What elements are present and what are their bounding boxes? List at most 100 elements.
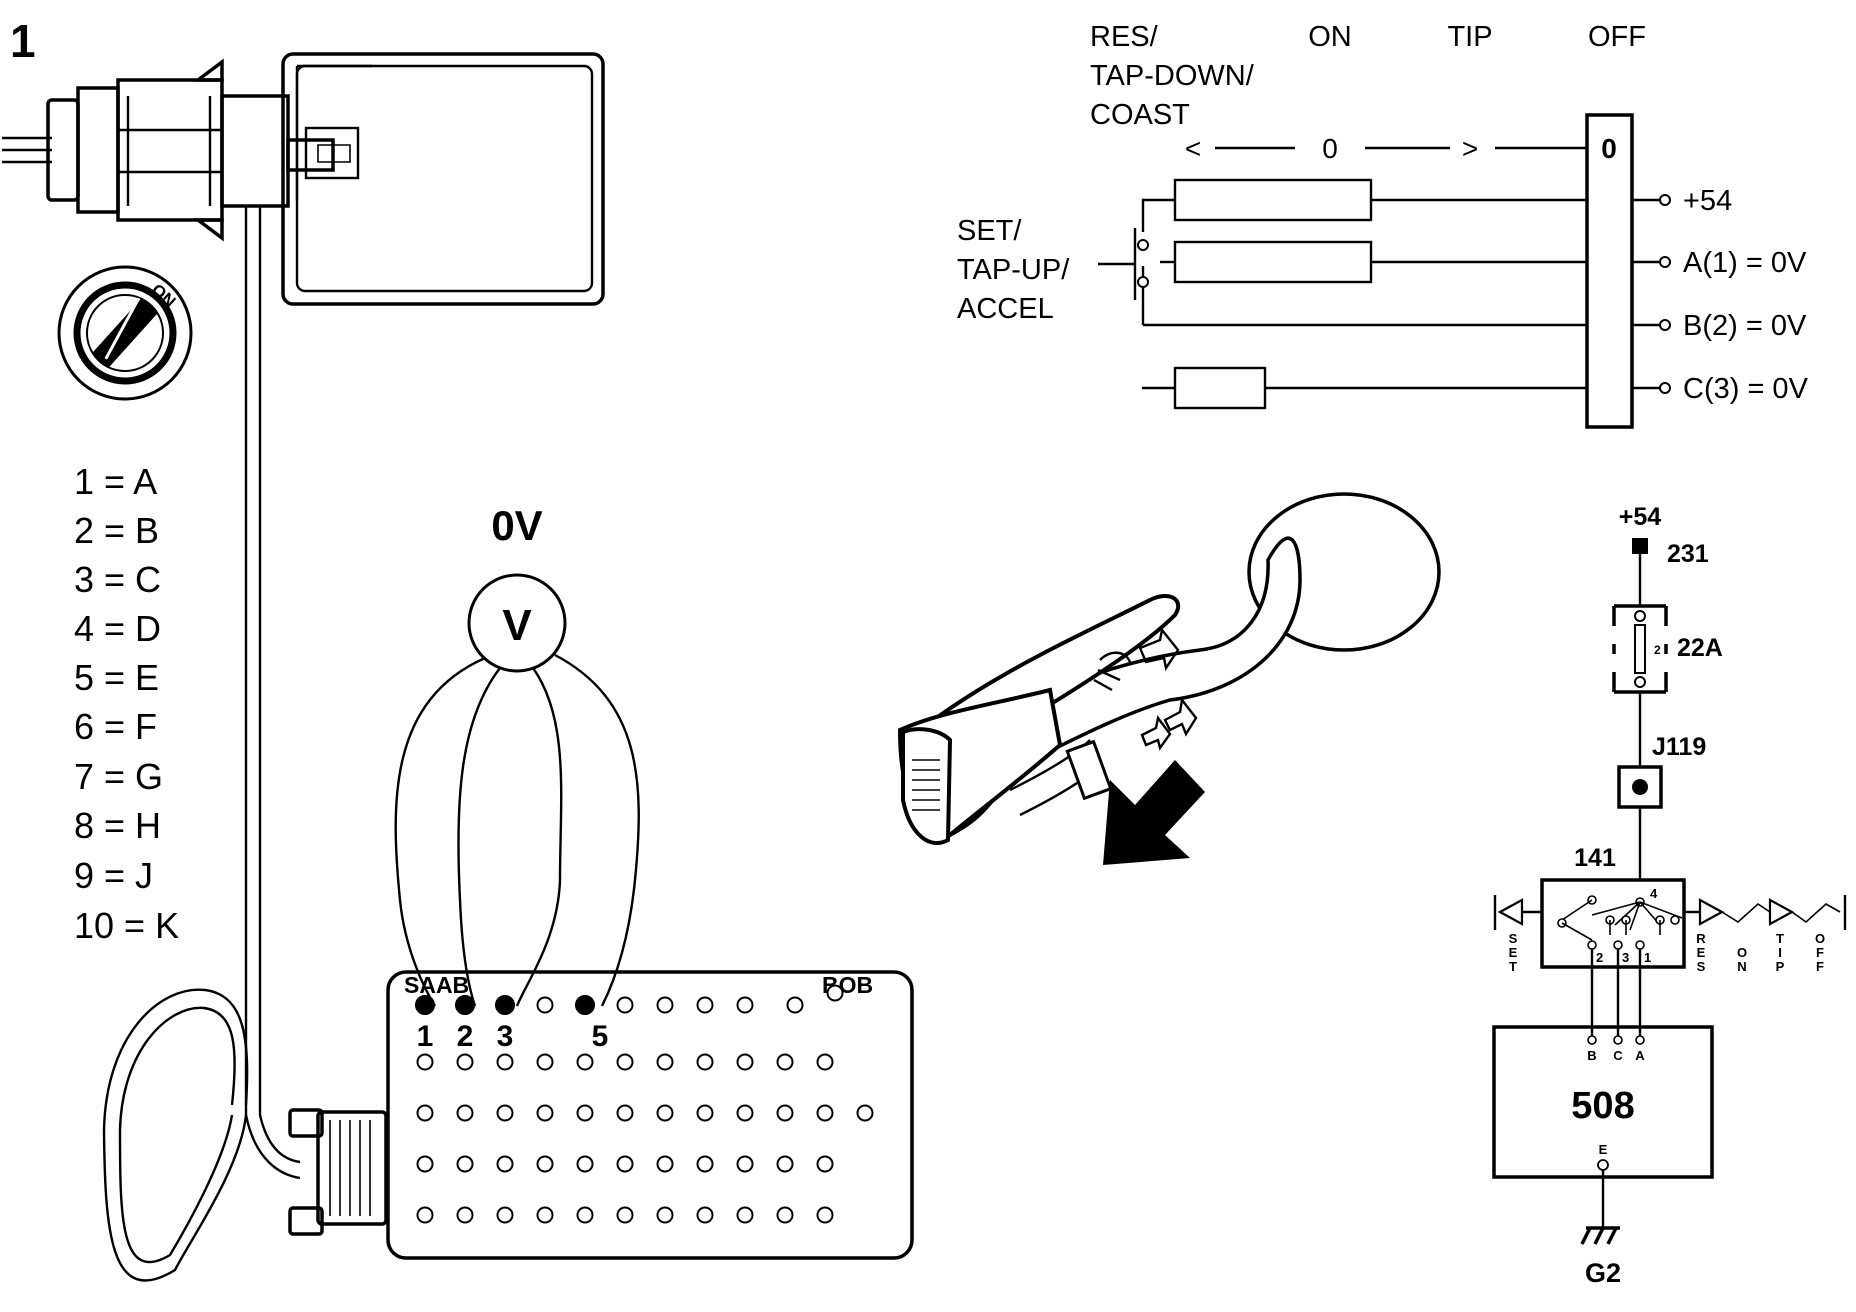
bob-socket <box>696 1104 714 1122</box>
bob-socket <box>576 1155 594 1173</box>
switch-pin-3: 3 <box>1622 950 1629 965</box>
bob-socket <box>616 1053 634 1071</box>
bob-socket <box>786 996 804 1014</box>
bob-pin-label: 1 <box>417 1020 434 1053</box>
pin-map-row: 8 = H <box>74 805 161 846</box>
bob-socket <box>616 1155 634 1173</box>
tip-label-letter: P <box>1776 959 1785 974</box>
module-pin-a: A <box>1635 1048 1645 1063</box>
module-pin-c: C <box>1613 1048 1623 1063</box>
bob-pin-label: 3 <box>497 1020 514 1053</box>
supply-label: +54 <box>1619 503 1662 531</box>
bob-socket <box>616 1206 634 1224</box>
set-label-line2: TAP-UP/ <box>957 254 1070 286</box>
position-off: OFF <box>1588 21 1646 53</box>
tip-label-letter: T <box>1776 931 1784 946</box>
neutral-arrow-left: < <box>1185 133 1201 164</box>
voltmeter-symbol: V <box>502 601 532 650</box>
bob-socket <box>456 1206 474 1224</box>
res-label-line2: TAP-DOWN/ <box>1090 60 1255 92</box>
ground-label: G2 <box>1585 1258 1621 1288</box>
bob-socket <box>536 996 554 1014</box>
pin-map-row: 5 = E <box>74 657 159 698</box>
bob-socket <box>736 996 754 1014</box>
off-label-letter: O <box>1815 931 1825 946</box>
bob-socket <box>656 996 674 1014</box>
bob-socket <box>816 1104 834 1122</box>
position-on: ON <box>1308 21 1352 53</box>
pin-map-row: 3 = C <box>74 559 161 600</box>
figure-number: 1 <box>10 15 36 67</box>
bob-socket <box>696 996 714 1014</box>
bob-socket <box>736 1104 754 1122</box>
pin-map-row: 2 = B <box>74 510 159 551</box>
bob-socket <box>816 1155 834 1173</box>
bob-socket <box>416 1053 434 1071</box>
off-label-letter: F <box>1816 959 1824 974</box>
bob-socket <box>856 1104 874 1122</box>
bob-brand-saab: SAAB <box>404 972 469 998</box>
pin-map-row: 6 = F <box>74 706 157 747</box>
switch-pin-4: 4 <box>1650 886 1658 901</box>
switch-pin-1: 1 <box>1644 950 1651 965</box>
pin-map-row: 4 = D <box>74 608 161 649</box>
output-c3: C(3) = 0V <box>1683 373 1809 405</box>
cruise-stalk-drawing <box>897 492 1441 865</box>
bob-socket <box>576 1053 594 1071</box>
breakout-cable-loop <box>102 988 301 1282</box>
bob-probed-socket <box>495 995 515 1015</box>
set-label-line3: ACCEL <box>957 293 1054 325</box>
pin-map-list: 1 = A 2 = B 3 = C 4 = D 5 = E 6 = F 7 = … <box>74 461 179 946</box>
pin-map-row: 10 = K <box>74 905 179 946</box>
position-tip: TIP <box>1447 21 1492 53</box>
tip-label-letter: I <box>1778 945 1782 960</box>
bob-socket <box>416 1155 434 1173</box>
output-b2: B(2) = 0V <box>1683 310 1807 342</box>
bob-socket <box>656 1053 674 1071</box>
switch-position-diagram: RES/ TAP-DOWN/ COAST ON TIP OFF < 0 > 0 … <box>957 21 1809 429</box>
pin-map-row: 1 = A <box>74 461 157 502</box>
bob-socket <box>416 1104 434 1122</box>
bob-socket <box>576 1104 594 1122</box>
bob-socket <box>456 1104 474 1122</box>
set-label-letter: T <box>1509 959 1517 974</box>
module-pin-e: E <box>1599 1142 1608 1157</box>
bob-socket-grid <box>415 984 874 1224</box>
neutral-marker: 0 <box>1322 133 1338 164</box>
bob-socket <box>656 1104 674 1122</box>
neutral-arrow-right: > <box>1462 133 1478 164</box>
bob-socket <box>776 1206 794 1224</box>
bob-socket <box>696 1053 714 1071</box>
bob-socket <box>576 1206 594 1224</box>
bob-socket <box>456 1053 474 1071</box>
bob-socket <box>816 1053 834 1071</box>
res-label-line3: COAST <box>1090 99 1190 131</box>
bob-socket <box>736 1053 754 1071</box>
bob-probed-socket <box>455 995 475 1015</box>
bob-pin-label: 5 <box>592 1020 609 1053</box>
switch-unit-label: 141 <box>1574 844 1616 872</box>
module-pin-b: B <box>1587 1048 1596 1063</box>
bob-socket <box>816 1206 834 1224</box>
bob-socket <box>776 1104 794 1122</box>
ignition-switch-icon: ON <box>57 265 193 401</box>
set-label-line1: SET/ <box>957 215 1022 247</box>
bob-socket <box>616 1104 634 1122</box>
switch-pin-2: 2 <box>1596 950 1603 965</box>
res-label-letter: R <box>1696 931 1706 946</box>
bob-socket <box>416 1206 434 1224</box>
on-label-letter: O <box>1737 945 1747 960</box>
bob-socket <box>736 1206 754 1224</box>
breakout-box: SAAB BOB 1 2 3 5 <box>288 970 914 1260</box>
set-label-letter: S <box>1509 931 1518 946</box>
bob-socket <box>616 996 634 1014</box>
bob-pin-label: 2 <box>457 1020 474 1053</box>
module-label: 508 <box>1571 1085 1634 1127</box>
fuse-number: 2 <box>1654 643 1661 657</box>
on-label-letter: N <box>1737 959 1746 974</box>
bob-socket <box>656 1155 674 1173</box>
bob-socket <box>696 1155 714 1173</box>
res-label-line1: RES/ <box>1090 21 1159 53</box>
